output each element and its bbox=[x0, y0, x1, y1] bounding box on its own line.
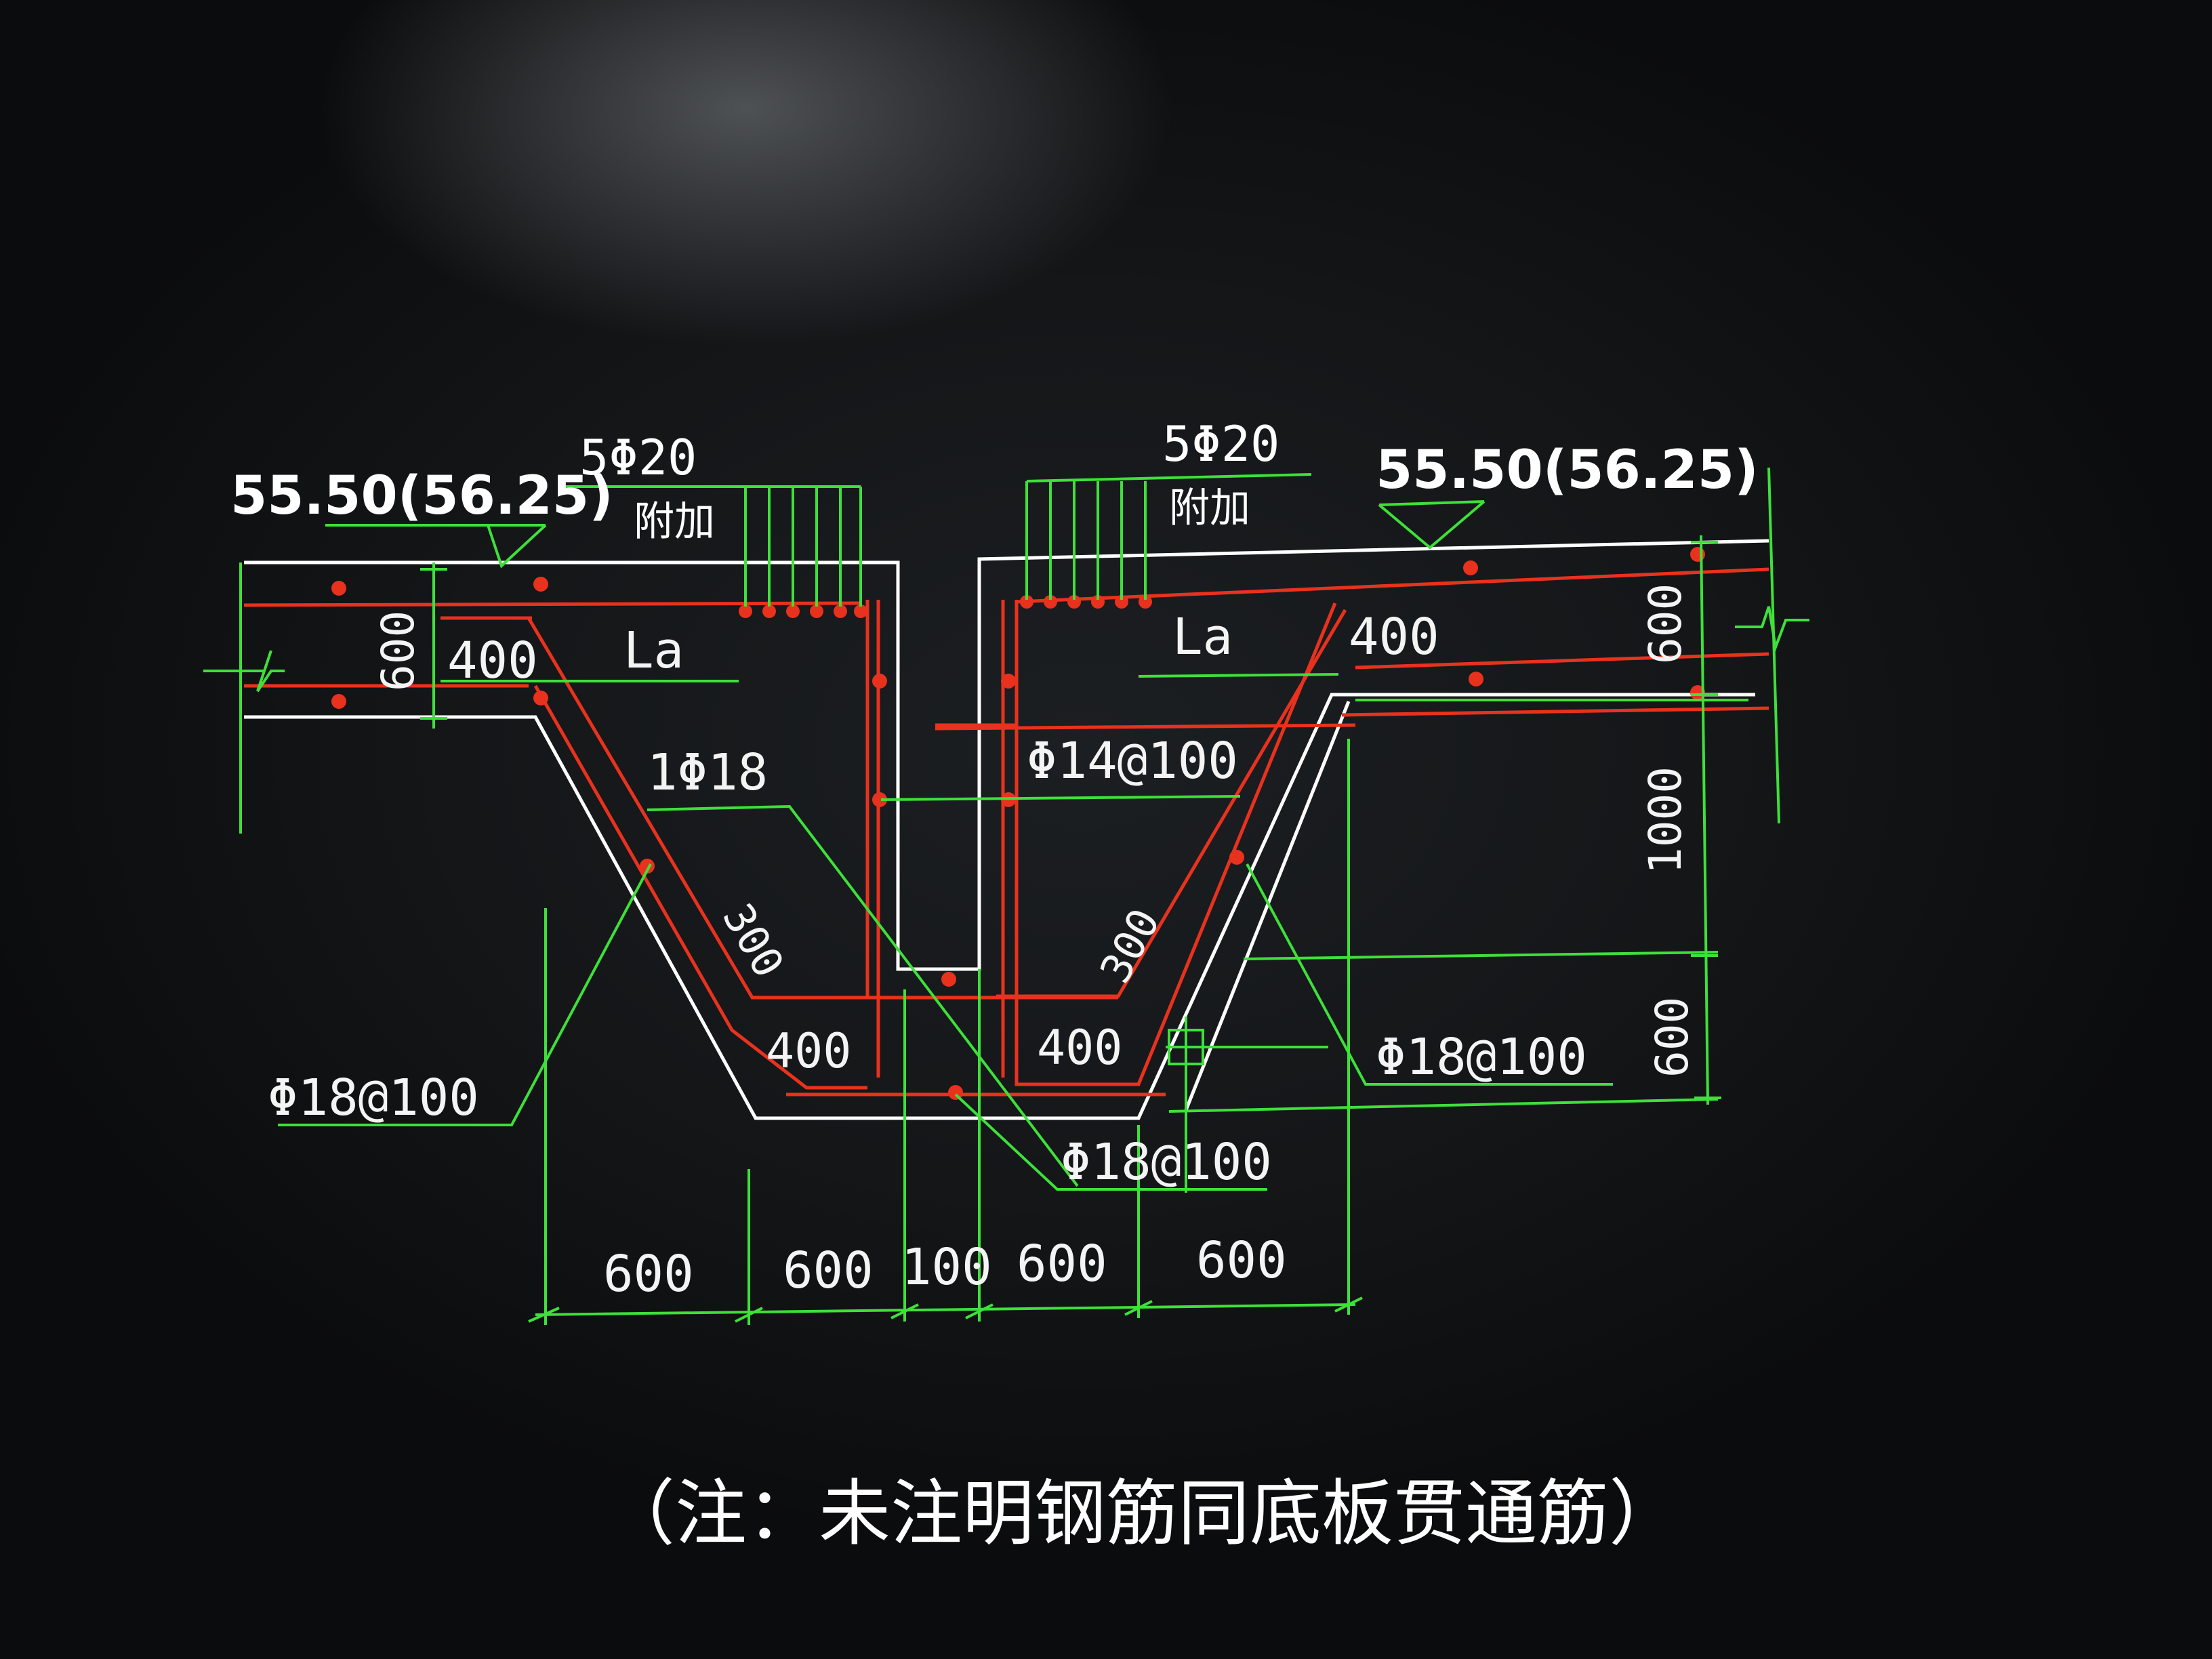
added-label-left: 附加 bbox=[634, 498, 715, 546]
rebar-added-left: 5Φ20 bbox=[579, 429, 697, 486]
rebar-phi18-bottom: Φ18@100 bbox=[1061, 1133, 1272, 1191]
dimension-lines bbox=[203, 467, 1809, 1325]
rebar-1phi18: 1Φ18 bbox=[647, 743, 768, 802]
anchor-left: La bbox=[623, 621, 684, 680]
dim-600-left-vertical: 600 bbox=[372, 611, 424, 691]
bottom-dim-1: 600 bbox=[603, 1245, 694, 1303]
dim-600-right-vertical: 600 bbox=[1639, 583, 1692, 664]
anchor-right: La bbox=[1172, 608, 1233, 666]
dim-400-top-right: 400 bbox=[1349, 608, 1439, 666]
bottom-dim-3: 100 bbox=[901, 1238, 992, 1296]
dim-400-bottom-right: 400 bbox=[1037, 1020, 1122, 1076]
rebar-phi18-right: Φ18@100 bbox=[1376, 1028, 1587, 1086]
added-bars-left bbox=[739, 605, 867, 618]
added-label-right: 附加 bbox=[1169, 485, 1250, 532]
dim-600-right-lower-vertical: 600 bbox=[1646, 997, 1698, 1078]
dim-400-bottom-left: 400 bbox=[766, 1023, 851, 1079]
dim-300-left: 300 bbox=[713, 895, 794, 985]
dim-300-right: 300 bbox=[1090, 901, 1170, 991]
bottom-dim-2: 600 bbox=[783, 1242, 874, 1300]
elevation-left: 55.50(56.25) bbox=[230, 466, 613, 527]
drawing-note: （注：未注明钢筋同底板贯通筋） bbox=[603, 1472, 1681, 1555]
rebar-phi14: Φ14@100 bbox=[1027, 732, 1238, 790]
bottom-dimension-labels: 600 600 100 600 600 bbox=[603, 1231, 1287, 1303]
dim-400-top-left: 400 bbox=[447, 632, 538, 690]
bottom-dim-4: 600 bbox=[1017, 1235, 1107, 1293]
added-bars-right bbox=[1020, 595, 1152, 609]
concrete-outline bbox=[244, 539, 1769, 1120]
bottom-dim-5: 600 bbox=[1196, 1231, 1287, 1290]
rebar-added-right: 5Φ20 bbox=[1162, 415, 1279, 472]
elevation-right: 55.50(56.25) bbox=[1376, 440, 1759, 501]
dim-1000-right-vertical: 1000 bbox=[1639, 766, 1692, 874]
rebar-phi18-left: Φ18@100 bbox=[268, 1069, 479, 1127]
